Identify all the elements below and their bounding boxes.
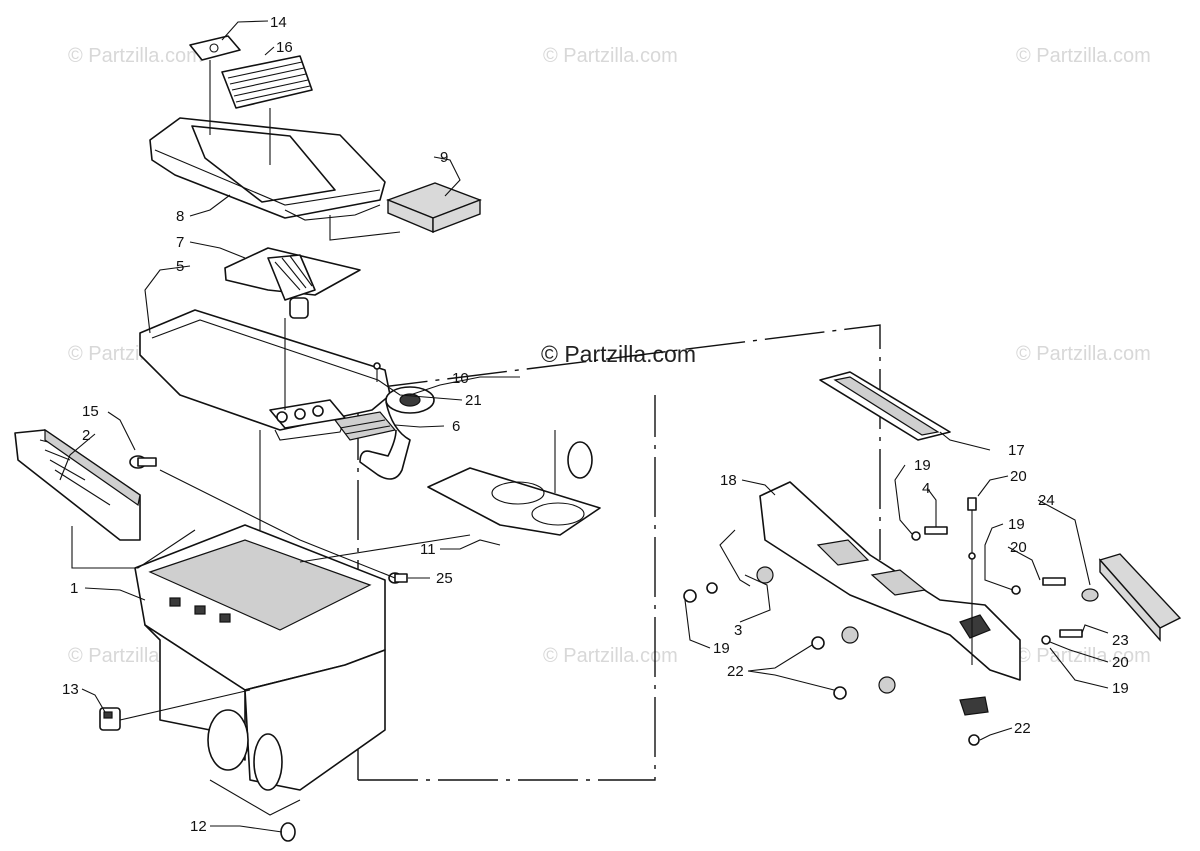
watermark: © Partzilla.com bbox=[543, 45, 678, 67]
part-17-frame bbox=[819, 371, 951, 441]
callout-23: 23 bbox=[1112, 632, 1129, 649]
part-15-bolt bbox=[129, 455, 157, 469]
callout-21: 21 bbox=[465, 392, 482, 409]
watermark: © Partzilla.com bbox=[1016, 645, 1151, 667]
callout-4: 4 bbox=[922, 480, 930, 497]
part-25-screw bbox=[388, 572, 408, 584]
callout-labels: 14 16 9 8 7 5 10 21 6 15 2 11 25 1 13 12… bbox=[62, 14, 1129, 835]
callout-20b: 20 bbox=[1010, 539, 1027, 556]
callout-19b: 19 bbox=[1008, 516, 1025, 533]
part-21-screw bbox=[373, 362, 381, 382]
part-8-airbox-cover bbox=[149, 117, 386, 221]
callout-19c: 19 bbox=[713, 640, 730, 657]
callout-9: 9 bbox=[440, 149, 448, 166]
leader-lines bbox=[59, 20, 1109, 833]
callout-12: 12 bbox=[190, 818, 207, 835]
watermark: © Partzilla.com bbox=[543, 645, 678, 667]
part-13-clip bbox=[99, 707, 121, 731]
part-11-gasket bbox=[427, 467, 601, 536]
watermark: © Partzilla.com bbox=[68, 45, 203, 67]
callout-7: 7 bbox=[176, 234, 184, 251]
part-16-label bbox=[221, 55, 313, 109]
callout-17: 17 bbox=[1008, 442, 1025, 459]
callout-16: 16 bbox=[276, 39, 293, 56]
part-6-grille bbox=[333, 411, 397, 441]
callout-3: 3 bbox=[734, 622, 742, 639]
part-5-housing-tray bbox=[139, 309, 391, 441]
part-24-cap bbox=[1081, 588, 1099, 602]
part-2-filter-panel bbox=[14, 428, 141, 541]
watermark-center: © Partzilla.com bbox=[541, 341, 696, 367]
callout-11: 11 bbox=[420, 541, 436, 558]
callout-20a: 20 bbox=[1010, 468, 1027, 485]
watermark: © Partzilla.com bbox=[1016, 45, 1151, 67]
callout-13: 13 bbox=[62, 681, 79, 698]
callout-22a: 22 bbox=[727, 663, 744, 680]
part-1-airbox bbox=[134, 524, 386, 816]
callout-5: 5 bbox=[176, 258, 184, 275]
part-14-plate bbox=[189, 35, 241, 61]
part-7-silencer bbox=[224, 247, 361, 319]
part-23-filter-block bbox=[1098, 553, 1182, 642]
callout-8: 8 bbox=[176, 208, 184, 225]
watermarks: © Partzilla.com © Partzilla.com © Partzi… bbox=[68, 45, 1151, 667]
callout-10: 10 bbox=[452, 370, 469, 387]
callout-24: 24 bbox=[1038, 492, 1055, 509]
callout-1: 1 bbox=[70, 580, 78, 597]
callout-14: 14 bbox=[270, 14, 287, 31]
callout-20c: 20 bbox=[1112, 654, 1129, 671]
callout-15: 15 bbox=[82, 403, 99, 420]
watermark: © Partzilla.com bbox=[1016, 343, 1151, 365]
part-18-silencer bbox=[759, 481, 1021, 681]
hardware-bolts bbox=[683, 497, 1083, 746]
callout-19d: 19 bbox=[1112, 680, 1129, 697]
part-9-filter-block bbox=[386, 182, 482, 234]
callout-22b: 22 bbox=[1014, 720, 1031, 737]
callout-6: 6 bbox=[452, 418, 460, 435]
callout-2: 2 bbox=[82, 427, 90, 444]
part-12-drain bbox=[280, 822, 296, 842]
part-3-bracket bbox=[719, 529, 751, 587]
callout-25: 25 bbox=[436, 570, 453, 587]
callout-19a: 19 bbox=[914, 457, 931, 474]
callout-18: 18 bbox=[720, 472, 737, 489]
